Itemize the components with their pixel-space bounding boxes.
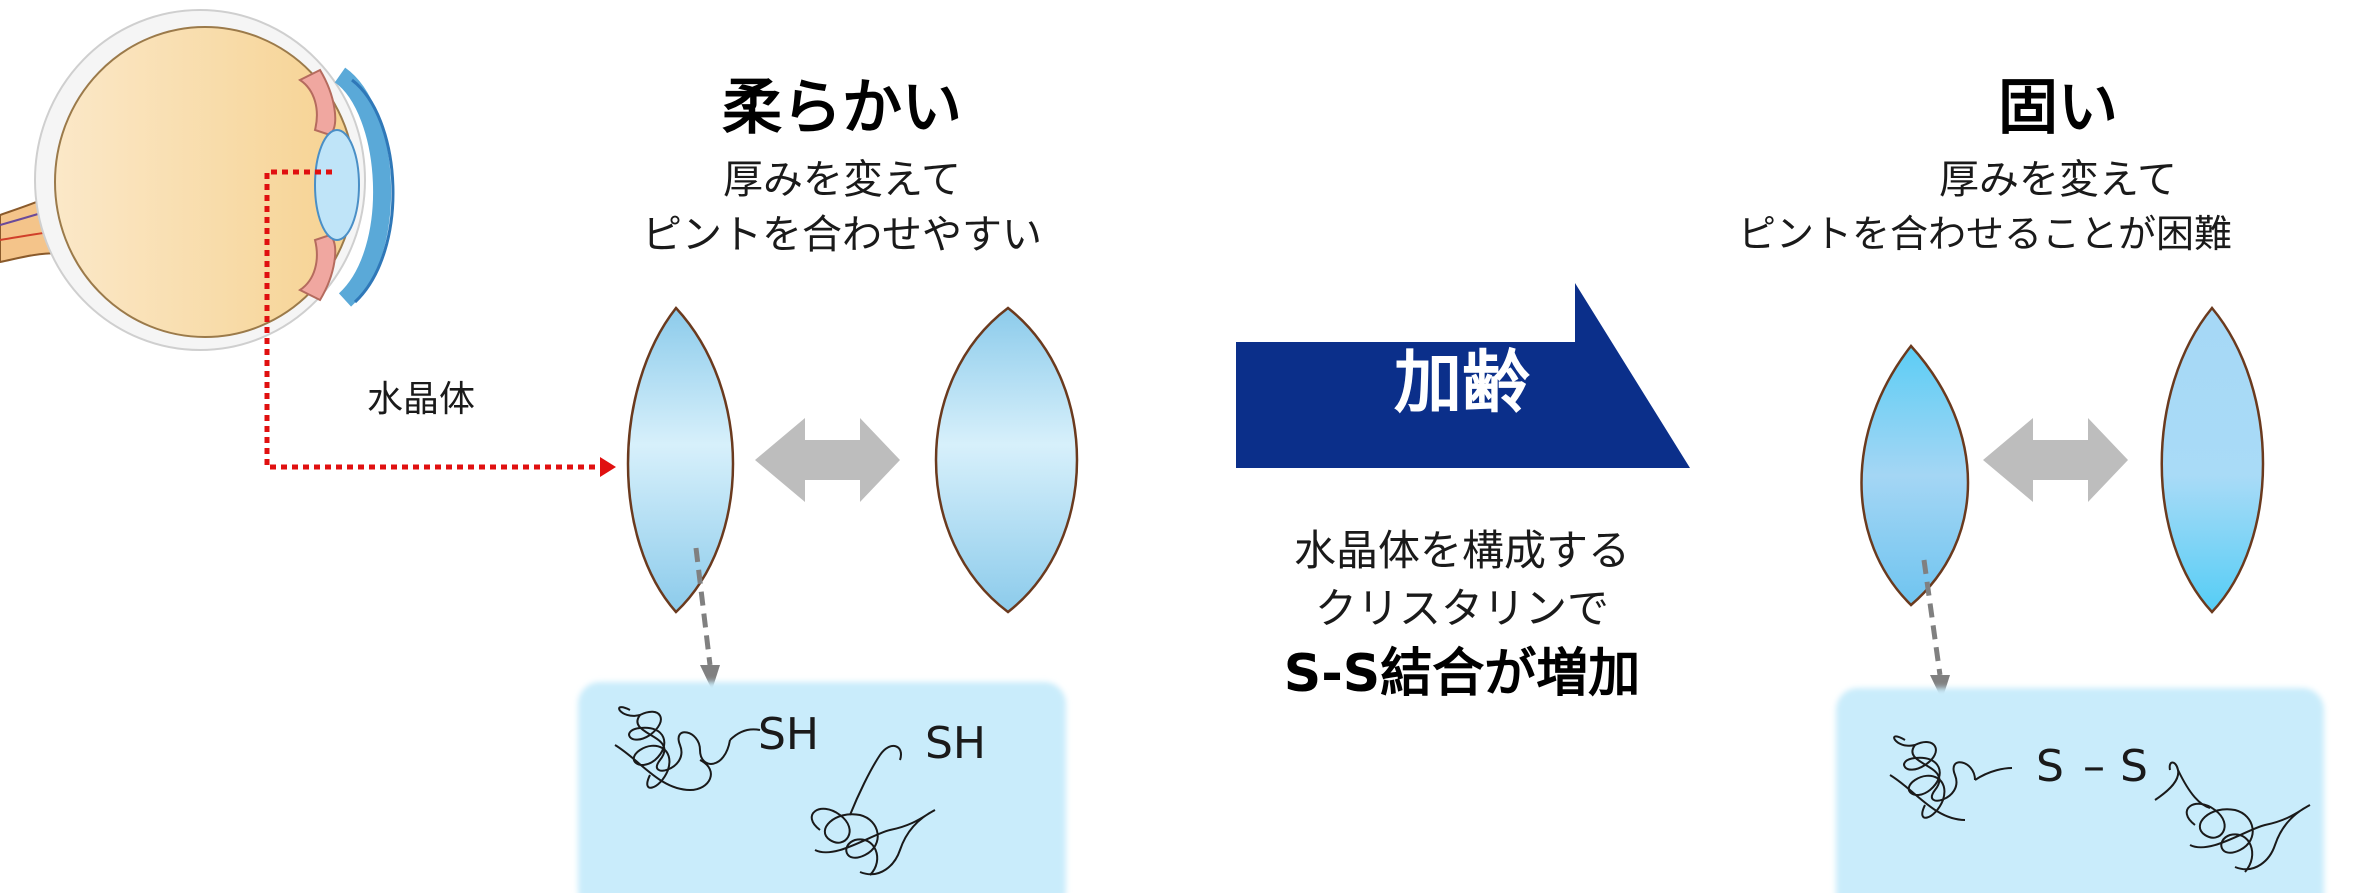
hard-pointer-head [1930,675,1950,700]
soft-lens-thick [626,306,735,614]
hard-protein-box [1836,688,2324,893]
soft-title: 柔らかい [722,73,962,143]
protein-tangle-3 [1889,735,2013,821]
soft-pointer [693,547,713,666]
hard-desc-line1: 厚みを変えて [1939,157,2177,203]
soft-double-arrow [755,418,900,502]
middle-line2: クリスタリンで [1314,584,1610,633]
soft-desc-line2: ピントを合わせやすい [642,212,1042,258]
hard-lens-thick [1860,344,1970,607]
bond-dash: – [2083,741,2105,792]
lens-pointer-arrowhead [600,457,616,477]
hard-double-arrow [1983,418,2128,502]
soft-lens-thin [934,306,1079,614]
middle-line3: S-S結合が増加 [1283,644,1641,704]
aging-arrow [1236,283,1690,468]
hard-pointer [1921,559,1943,676]
hard-title: 固い [1998,73,2118,143]
soft-pointer-head [700,665,720,690]
bond-sulfur-2: S [2120,741,2148,792]
soft-desc-line1: 厚みを変えて [723,157,961,203]
middle-line1: 水晶体を構成する [1293,526,1631,575]
lens-pointer-line [264,169,600,470]
aging-arrow-label: 加齢 [1393,344,1531,423]
hard-lens-thin [2160,306,2265,614]
bond-sulfur-1: S [2036,741,2064,792]
protein-tangle-2 [810,745,936,876]
hard-desc-line2: ピントを合わせることが困難 [1738,212,2233,256]
soft-protein-box [578,682,1066,893]
lens-label: 水晶体 [367,379,476,420]
soft-sh-label-2: SH [925,718,987,769]
protein-tangle-4 [2154,761,2311,873]
eye-illustration [0,9,395,351]
protein-tangle-1 [614,706,761,792]
soft-sh-label-1: SH [758,709,820,760]
